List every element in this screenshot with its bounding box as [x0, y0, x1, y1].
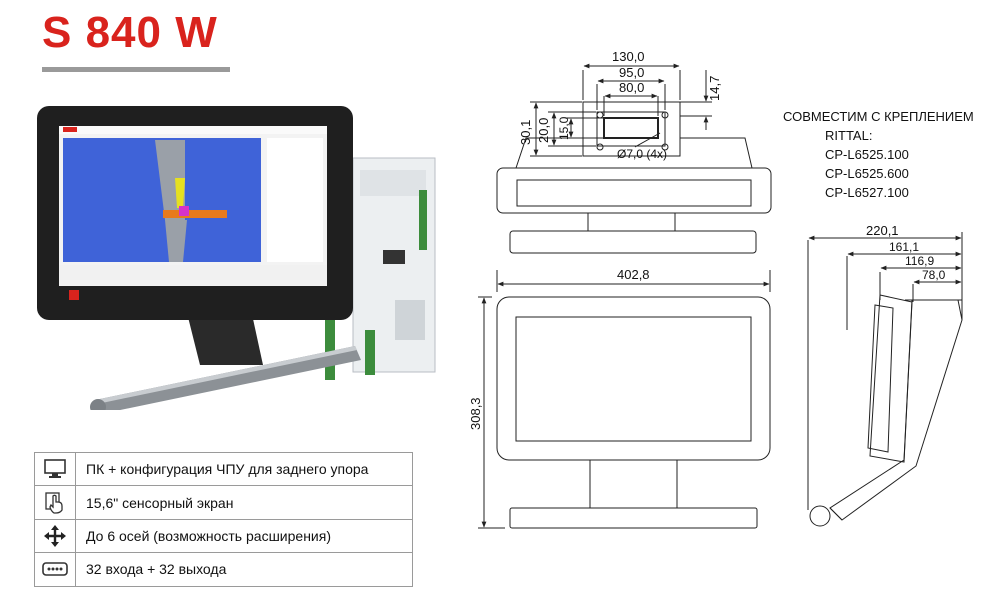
compat-model: CP-L6525.100: [825, 147, 909, 162]
feature-row: 15,6" сенсорный экран: [35, 486, 412, 520]
dim-14-7: 14,7: [707, 76, 722, 101]
dim-15: 15,0: [557, 116, 571, 140]
dim-20: 20,0: [536, 118, 551, 143]
feature-row: До 6 осей (возможность расширения): [35, 519, 412, 554]
compatibility-note: СОВМЕСТИМ С КРЕПЛЕНИЕМ RITTAL: CP-L6525.…: [783, 107, 974, 202]
dim-161-1: 161,1: [889, 240, 919, 254]
io-connector-icon: [35, 553, 76, 586]
features-table: ПК + конфигурация ЧПУ для заднего упора …: [34, 452, 413, 587]
product-photo: [37, 106, 436, 410]
feature-row: ПК + конфигурация ЧПУ для заднего упора: [35, 453, 412, 487]
monitor-illustration: [37, 106, 353, 320]
dim-width: 402,8: [617, 267, 650, 282]
feature-text: 32 входа + 32 выхода: [86, 561, 227, 578]
holes-label: Ø7,0 (4x): [617, 147, 667, 161]
compat-line1: СОВМЕСТИМ С КРЕПЛЕНИЕМ: [783, 109, 974, 124]
technical-drawing: 130,0 95,0 80,0 14,7 30,1 20,0 15,0 Ø7,0…: [470, 49, 963, 529]
control-board-illustration: [325, 157, 436, 380]
dim-80: 80,0: [619, 80, 644, 95]
monitor-stand-illustration: [90, 305, 361, 410]
dim-height: 308,3: [470, 397, 483, 430]
dim-30-1: 30,1: [518, 120, 533, 145]
axes-arrows-icon: [35, 519, 76, 553]
compat-line2: RITTAL:: [825, 128, 873, 143]
feature-text: 15,6" сенсорный экран: [86, 494, 234, 511]
feature-text: ПК + конфигурация ЧПУ для заднего упора: [86, 461, 369, 478]
monitor-icon: [35, 453, 76, 486]
feature-text: До 6 осей (возможность расширения): [86, 527, 331, 544]
title-underline: [42, 67, 230, 72]
touch-hand-icon: [35, 486, 76, 519]
compat-model: CP-L6527.100: [825, 185, 909, 200]
dim-130: 130,0: [612, 49, 645, 64]
dim-78: 78,0: [922, 268, 946, 282]
dim-220-1: 220,1: [866, 223, 899, 238]
dim-116-9: 116,9: [905, 254, 934, 268]
product-title: S 840 W: [42, 8, 218, 57]
compat-model: CP-L6525.600: [825, 166, 909, 181]
dim-95: 95,0: [619, 65, 644, 80]
feature-row: 32 входа + 32 выхода: [35, 553, 412, 586]
